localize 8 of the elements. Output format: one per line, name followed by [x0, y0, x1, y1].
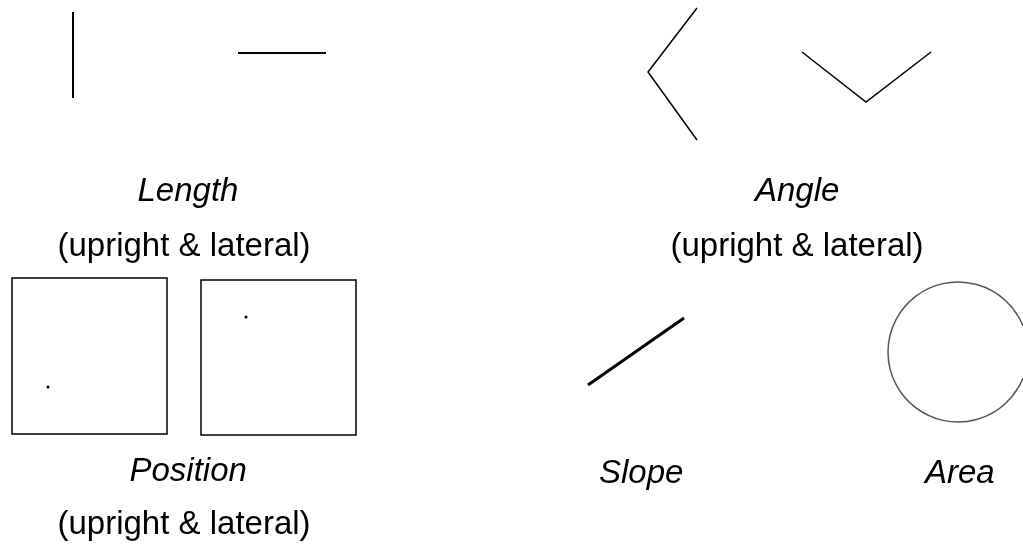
encoding-title: Position	[129, 450, 247, 490]
encoding-title: Area	[925, 452, 995, 492]
encoding-title: Length	[137, 170, 239, 210]
encoding-title: Slope	[599, 452, 684, 492]
encoding-subtitle: (upright & lateral)	[670, 225, 924, 265]
encoding-subtitle: (upright & lateral)	[57, 503, 311, 543]
encoding-subtitle: (upright & lateral)	[57, 225, 311, 265]
encoding-title: Angle	[755, 170, 840, 210]
